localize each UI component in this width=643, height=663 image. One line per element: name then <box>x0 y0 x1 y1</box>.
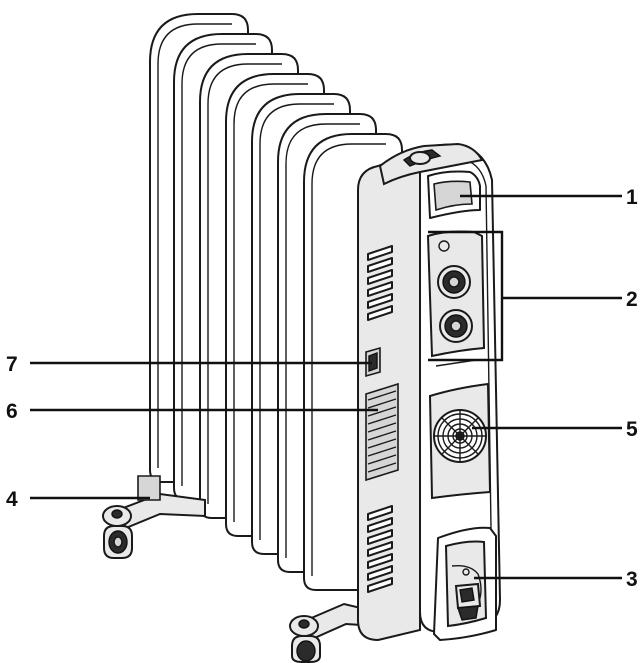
upper-vents <box>367 245 393 321</box>
radiator-fin <box>259 103 334 540</box>
callout-5: 5 <box>626 418 638 441</box>
power-plug <box>454 582 482 621</box>
carry-handle <box>427 170 481 219</box>
callout-1: 1 <box>626 186 638 209</box>
callout-labels: 1 2 3 4 5 6 7 <box>6 186 638 591</box>
radiator-fin <box>285 123 360 558</box>
radiator-fin <box>311 143 386 576</box>
radiator-fin <box>207 63 282 504</box>
lower-vents <box>367 505 393 593</box>
left-foot <box>102 475 206 559</box>
callout-7: 7 <box>6 353 18 376</box>
cord-storage <box>433 526 497 641</box>
control-panel <box>426 230 486 367</box>
leader-line-2 <box>428 230 504 362</box>
heater-body <box>357 142 501 642</box>
fan-heater <box>428 382 492 500</box>
callout-2: 2 <box>626 288 638 311</box>
radiator-fin <box>181 43 256 486</box>
radiator-fin <box>157 23 232 468</box>
radiator-fin <box>233 83 308 522</box>
side-grille <box>365 382 399 482</box>
power-level-knob <box>439 309 473 343</box>
callout-6: 6 <box>6 400 18 423</box>
callout-4: 4 <box>6 488 18 511</box>
thermostat-knob <box>437 265 471 299</box>
power-switch <box>365 346 381 378</box>
callout-3: 3 <box>626 568 638 591</box>
callout-leaders <box>30 194 622 580</box>
